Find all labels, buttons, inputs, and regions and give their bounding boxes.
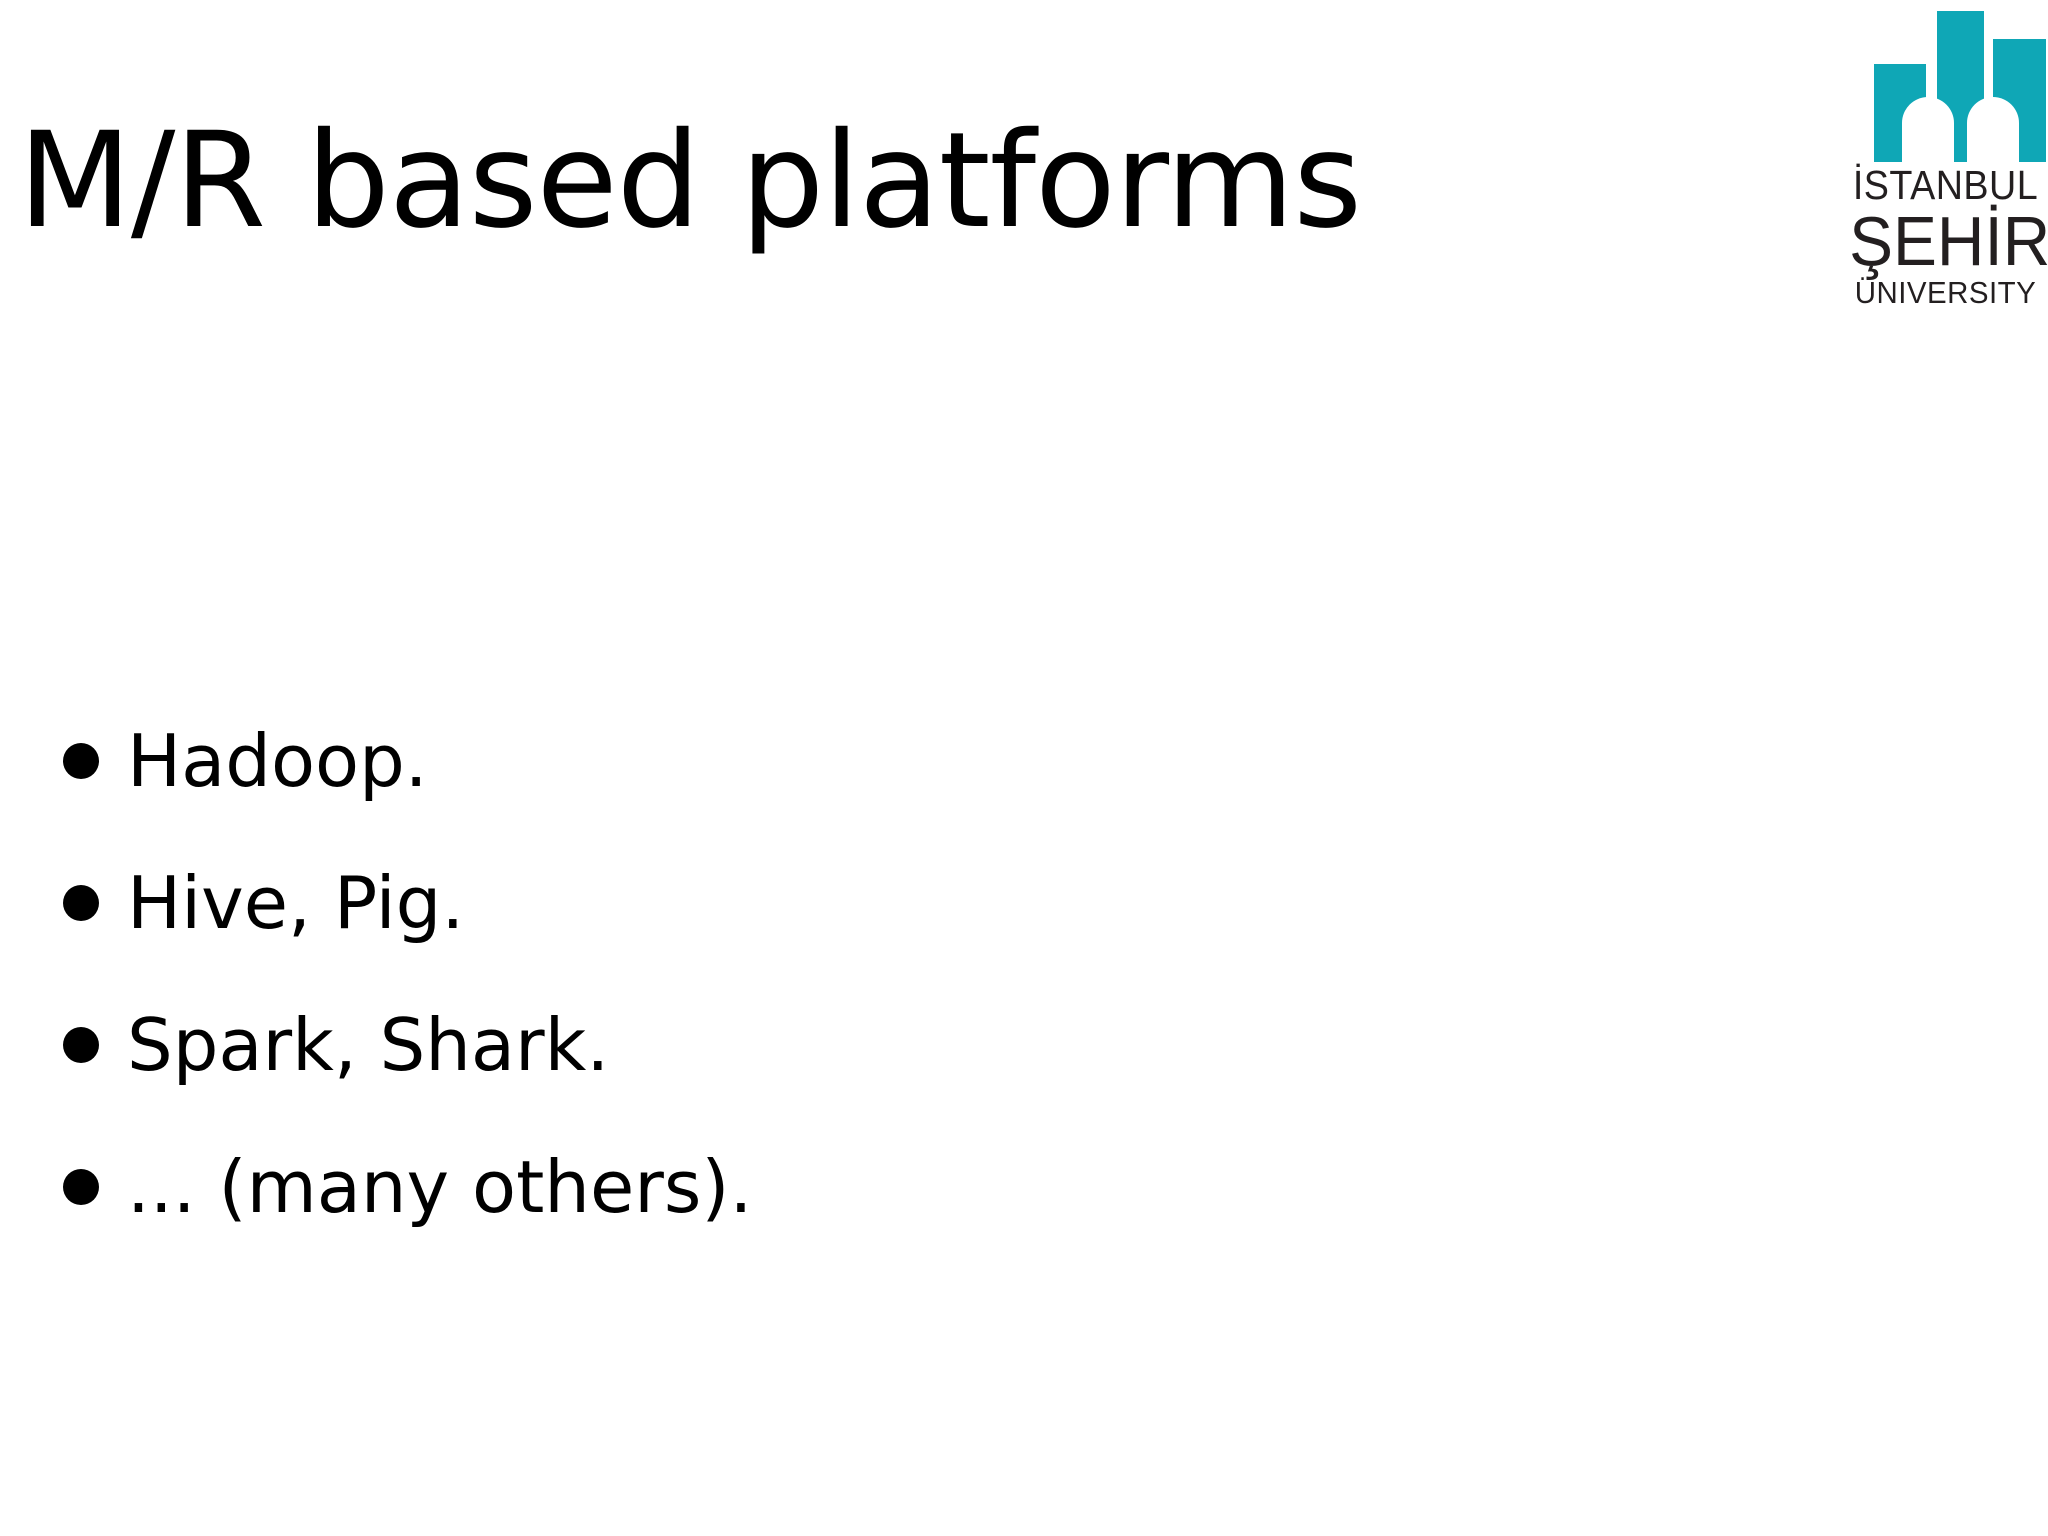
list-item: Hadoop. [55, 690, 1755, 832]
logo-line-istanbul: İSTANBUL [1852, 162, 2039, 208]
logo-wordmark: İSTANBUL ŞEHİR ÜNIVERSITY [1843, 162, 2048, 310]
list-item-label: ... (many others). [127, 1145, 753, 1229]
bullet-dot-icon [63, 1169, 99, 1205]
logo-line-sehir: ŞEHİR [1849, 202, 2048, 280]
bullet-dot-icon [63, 743, 99, 779]
bullet-list: Hadoop. Hive, Pig. Spark, Shark. ... (ma… [55, 690, 1755, 1258]
list-item: Spark, Shark. [55, 974, 1755, 1116]
list-item: ... (many others). [55, 1116, 1755, 1258]
university-logo: İSTANBUL ŞEHİR ÜNIVERSITY [1843, 2, 2048, 332]
page-title: M/R based platforms [18, 104, 1362, 258]
list-item: Hive, Pig. [55, 832, 1755, 974]
list-item-label: Hive, Pig. [127, 861, 465, 945]
bullet-dot-icon [63, 885, 99, 921]
bullet-dot-icon [63, 1027, 99, 1063]
list-item-label: Spark, Shark. [127, 1003, 610, 1087]
list-item-label: Hadoop. [127, 719, 428, 803]
logo-line-university: ÜNIVERSITY [1854, 275, 2037, 310]
skyline-buildings-icon [1874, 11, 2046, 162]
